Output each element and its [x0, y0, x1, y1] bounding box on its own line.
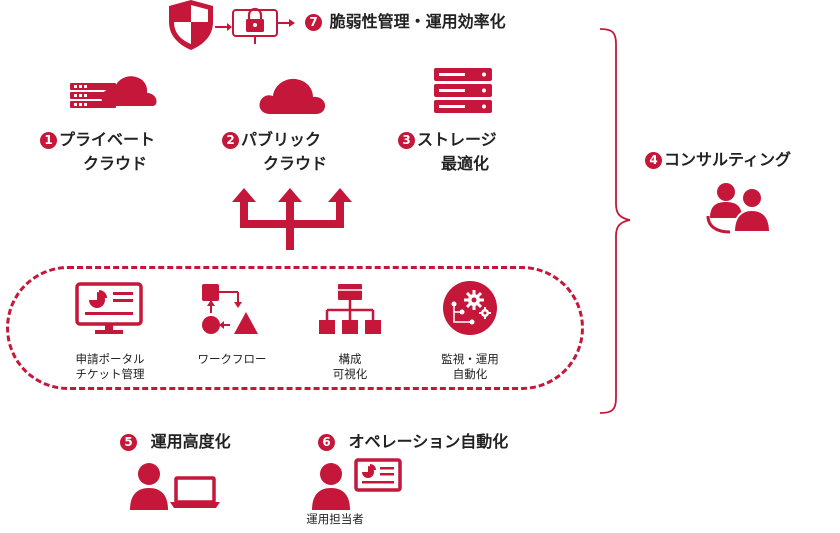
number-badge: 3	[398, 132, 415, 149]
tool-automation-line1: 監視・運用	[441, 352, 499, 366]
trident-arrows	[230, 188, 354, 250]
person-laptop-icon	[130, 462, 222, 512]
storage-icon	[434, 68, 492, 114]
ops-advance-title: 5 運用高度化	[120, 432, 231, 451]
cloud-icon	[258, 74, 326, 114]
ops-advance-label: 運用高度化	[150, 432, 231, 451]
public-cloud-line1: パブリック	[241, 130, 322, 149]
number-badge: 2	[222, 132, 239, 149]
private-cloud-line1: プライベート	[59, 130, 156, 149]
operator-label: 運用担当者	[306, 512, 364, 526]
number-badge: 6	[318, 434, 335, 451]
tool-hierarchy-line1: 構成	[338, 352, 362, 366]
monitor-portal-icon	[75, 282, 143, 338]
tool-hierarchy-label: 構成 可視化	[290, 352, 410, 382]
tool-hierarchy-line2: 可視化	[332, 367, 368, 381]
tool-workflow-label: ワークフロー	[172, 352, 292, 367]
gear-automation-icon	[442, 280, 498, 336]
person-dashboard-icon	[312, 458, 404, 512]
tools-container	[6, 266, 584, 390]
tool-portal-line1: 申請ポータル	[75, 352, 145, 366]
storage-line2: 最適化	[440, 154, 489, 173]
vuln-mgmt-label: 脆弱性管理・運用効率化	[329, 12, 506, 31]
ops-automation-label: オペレーション自動化	[348, 432, 509, 451]
storage-line1: ストレージ	[417, 130, 497, 149]
tool-portal-label: 申請ポータル チケット管理	[50, 352, 170, 382]
shield-lock-icon	[165, 0, 300, 50]
consulting-people-icon	[706, 182, 772, 236]
tool-automation-label: 監視・運用 自動化	[410, 352, 530, 382]
number-badge: 1	[40, 132, 57, 149]
ops-automation-title: 6 オペレーション自動化	[318, 432, 508, 451]
public-cloud-line2: クラウド	[262, 154, 327, 173]
number-badge: 5	[120, 434, 137, 451]
consulting-label: コンサルティング	[664, 150, 792, 169]
workflow-icon	[200, 282, 262, 336]
tool-workflow-line1: ワークフロー	[197, 352, 267, 366]
tool-automation-line2: 自動化	[452, 367, 488, 381]
number-badge: 4	[645, 152, 662, 169]
vuln-mgmt-title: 7 脆弱性管理・運用効率化	[305, 12, 506, 31]
number-badge: 7	[305, 14, 322, 31]
server-cloud-icon	[70, 66, 162, 114]
tool-portal-line2: チケット管理	[75, 367, 145, 381]
hierarchy-icon	[318, 282, 382, 338]
private-cloud-line2: クラウド	[82, 154, 147, 173]
right-brace	[598, 28, 632, 414]
